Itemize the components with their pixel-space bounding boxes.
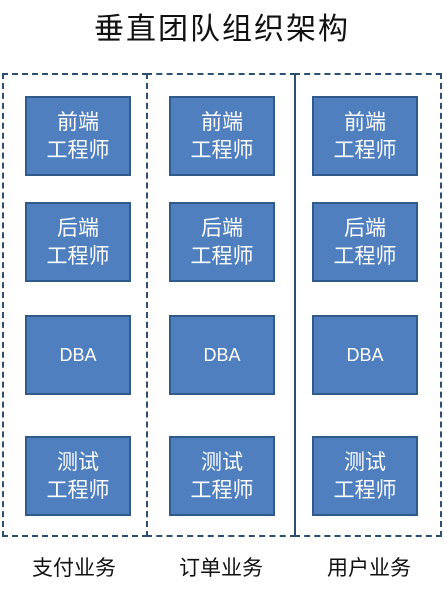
page-title: 垂直团队组织架构 [94,12,350,47]
team-label-payment: 支付业务 [32,556,116,580]
team-divider [294,73,296,537]
role-box-frontend: 前端 工程师 [169,96,275,176]
role-box-backend: 后端 工程师 [312,202,418,282]
role-box-frontend: 前端 工程师 [312,96,418,176]
team-label-order: 订单业务 [179,556,263,580]
role-box-backend: 后端 工程师 [169,202,275,282]
role-box-frontend: 前端 工程师 [25,96,131,176]
role-box-qa: 测试 工程师 [312,436,418,516]
role-box-qa: 测试 工程师 [25,436,131,516]
role-box-dba: DBA [312,315,418,395]
team-label-user: 用户业务 [327,556,411,580]
role-box-backend: 后端 工程师 [25,202,131,282]
role-box-qa: 测试 工程师 [169,436,275,516]
role-box-dba: DBA [169,315,275,395]
role-box-dba: DBA [25,315,131,395]
